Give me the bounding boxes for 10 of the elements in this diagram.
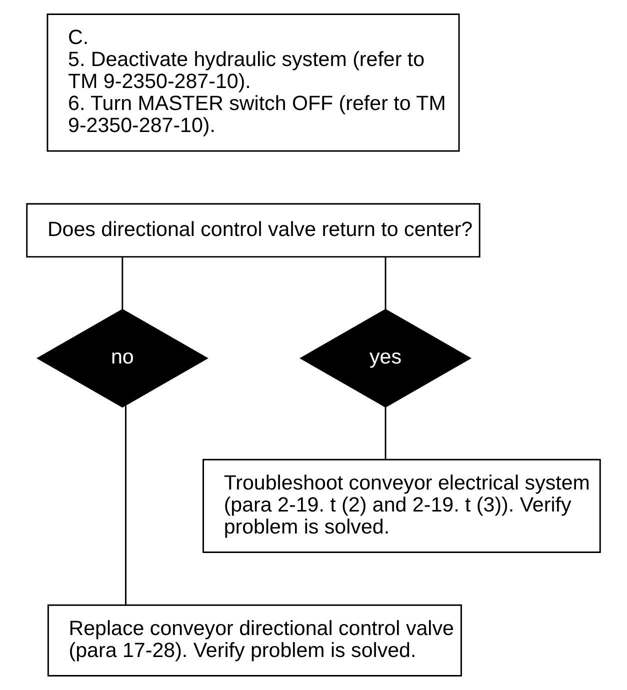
node-box: C. 5. Deactivate hydraulic system (refer to TM 9-2350-287-10). 6. Turn MASTER switch OFF (refer to TM 9-2350-287-10).: [46, 14, 460, 152]
node-box: Replace conveyor directional control valve (para 17-28). Verify problem is solved.: [47, 604, 462, 676]
node-box: Does directional control valve return to center?: [26, 203, 480, 258]
connector: [125, 405, 126, 606]
node-diamond: yes: [300, 308, 472, 408]
connector: [122, 256, 124, 310]
connector: [384, 256, 386, 310]
connector: [384, 407, 386, 460]
node-diamond: no: [36, 308, 208, 408]
node-box: Troubleshoot conveyor electrical system (para 2-19. t (2) and 2-19. t (3)). Verify problem is solved.: [202, 458, 601, 553]
